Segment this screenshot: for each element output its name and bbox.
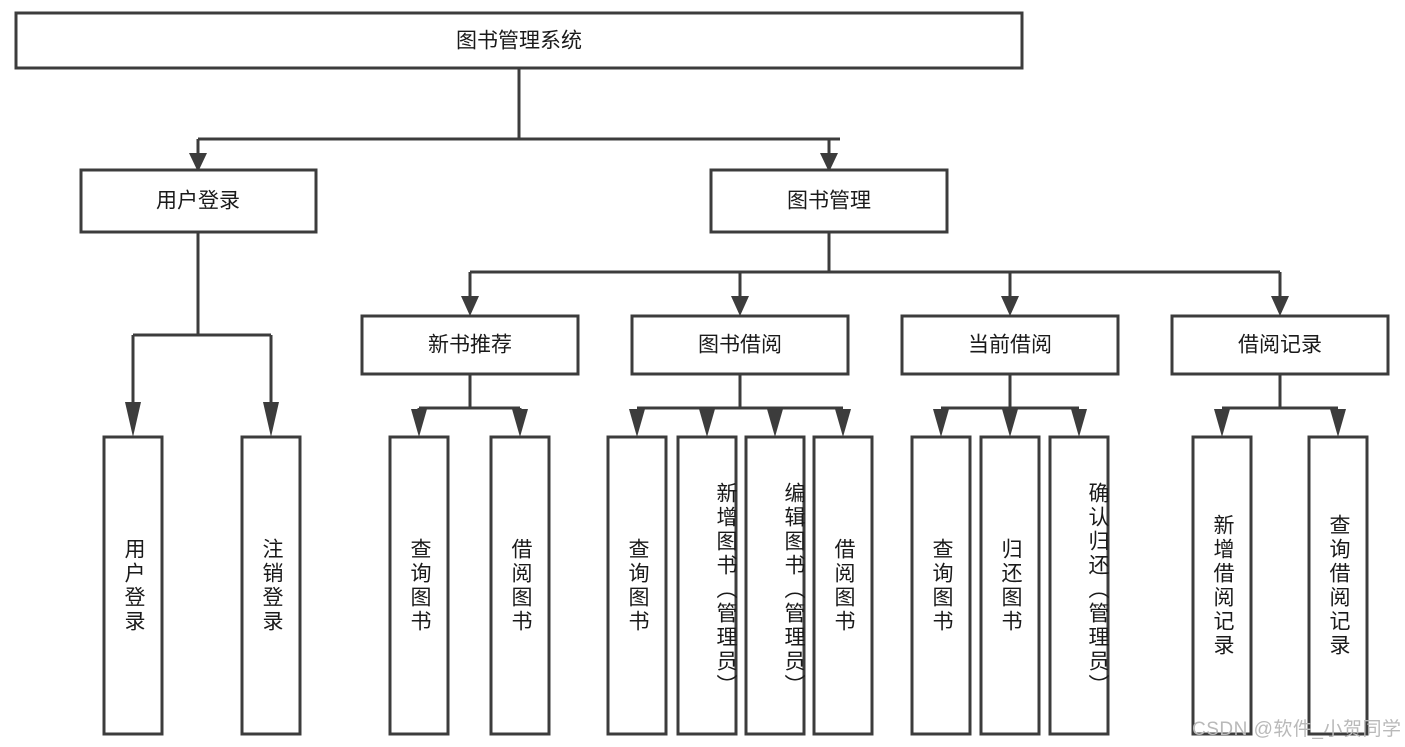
leaf-query-book-3-box[interactable] — [910, 435, 972, 736]
arrow-head-leaf-add-book — [699, 409, 715, 437]
node-new-book-recommend[interactable]: 新书推荐 — [360, 314, 580, 376]
leaf-boxes-layer — [102, 435, 1369, 736]
arrow-head-recommend — [461, 296, 479, 316]
node-book-manage[interactable]: 图书管理 — [709, 168, 949, 234]
leaf-user-login-box[interactable] — [102, 435, 164, 736]
arrow-head-leaf-query-book-2 — [629, 409, 645, 437]
arrow-head-leaf-query-book-1 — [411, 409, 427, 437]
arrow-head-leaf-confirm-return — [1071, 409, 1087, 437]
arrow-head-leaf-edit-book — [767, 409, 783, 437]
leaf-add-book-box[interactable] — [676, 435, 738, 736]
arrow-head-record — [1271, 296, 1289, 316]
arrow-head-user-login — [189, 153, 207, 172]
node-root-box[interactable] — [14, 11, 1024, 70]
node-book-manage-label: 图书管理 — [787, 190, 871, 213]
connectors-layer — [125, 68, 1346, 437]
node-current-borrow-label: 当前借阅 — [968, 334, 1052, 357]
leaf-edit-book-box[interactable] — [744, 435, 806, 736]
arrow-head-borrow — [731, 296, 749, 316]
arrow-head-book-manage — [820, 153, 838, 172]
node-root[interactable]: 图书管理系统 — [14, 11, 1024, 70]
node-user-login[interactable]: 用户登录 — [79, 168, 318, 234]
node-new-book-recommend-label: 新书推荐 — [428, 334, 512, 357]
node-book-borrow[interactable]: 图书借阅 — [630, 314, 850, 376]
node-book-borrow-label: 图书借阅 — [698, 334, 782, 357]
node-borrow-record[interactable]: 借阅记录 — [1170, 314, 1390, 376]
leaf-query-book-2-box[interactable] — [606, 435, 668, 736]
node-borrow-record-label: 借阅记录 — [1238, 334, 1322, 357]
watermark: CSDN @软件_小贺同学 — [1192, 719, 1402, 740]
arrow-head-leaf-query-record — [1330, 409, 1346, 437]
node-current-borrow[interactable]: 当前借阅 — [900, 314, 1120, 376]
node-user-login-box[interactable] — [79, 168, 318, 234]
arrow-head-leaf-query-book-3 — [933, 409, 949, 437]
node-user-login-label: 用户登录 — [156, 190, 240, 213]
arrow-head-leaf-logout — [263, 402, 279, 437]
arrow-head-leaf-borrow-book-1 — [512, 409, 528, 437]
arrow-head-leaf-user-login — [125, 402, 141, 437]
leaf-add-record-box[interactable] — [1191, 435, 1253, 736]
leaf-confirm-return-box[interactable] — [1048, 435, 1110, 736]
node-root-label: 图书管理系统 — [456, 30, 582, 53]
node-book-manage-box[interactable] — [709, 168, 949, 234]
arrow-head-leaf-borrow-book-2 — [835, 409, 851, 437]
leaf-query-book-1-box[interactable] — [388, 435, 450, 736]
leaf-borrow-book-1-box[interactable] — [489, 435, 551, 736]
arrow-head-leaf-return-book — [1002, 409, 1018, 437]
node-current-borrow-box[interactable] — [900, 314, 1120, 376]
leaf-borrow-book-2-box[interactable] — [812, 435, 874, 736]
node-new-book-recommend-box[interactable] — [360, 314, 580, 376]
node-borrow-record-box[interactable] — [1170, 314, 1390, 376]
node-book-borrow-box[interactable] — [630, 314, 850, 376]
leaf-query-record-box[interactable] — [1307, 435, 1369, 736]
leaf-return-book-box[interactable] — [979, 435, 1041, 736]
leaf-logout-box[interactable] — [240, 435, 302, 736]
arrow-head-leaf-add-record — [1214, 409, 1230, 437]
arrow-head-current — [1001, 296, 1019, 316]
